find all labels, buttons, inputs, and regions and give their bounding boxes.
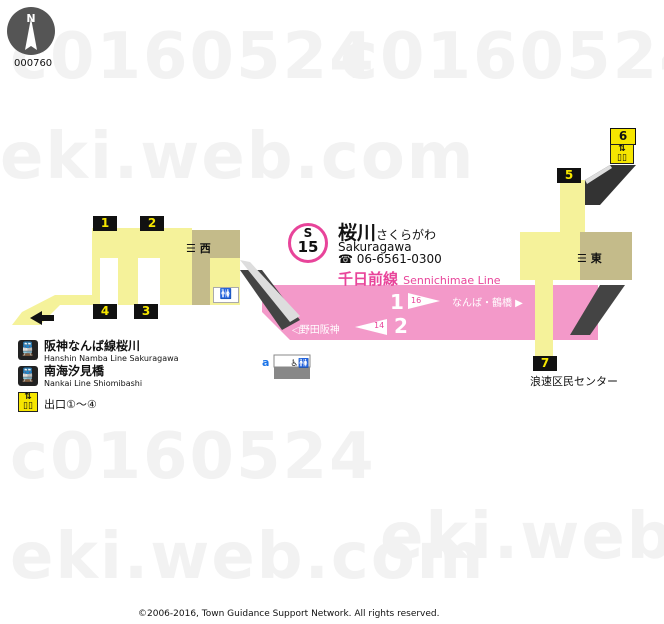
svg-text:♿🚻: ♿🚻: [290, 357, 309, 369]
exit-4[interactable]: 4: [93, 304, 117, 319]
compass-label: N: [26, 12, 35, 25]
concourse-east: [520, 232, 580, 280]
train-icon: 🚆: [18, 366, 38, 386]
exit-7[interactable]: 7: [533, 356, 557, 371]
legend-hanshin: 阪神なんば線桜川 Hanshin Namba Line Sakuragawa: [44, 339, 179, 363]
platform-track-2: 2: [394, 314, 408, 338]
platform: [262, 285, 598, 340]
landmark-exit-7: 浪速区民センター: [530, 375, 618, 388]
exit-5[interactable]: 5: [557, 168, 581, 183]
platform-2-direction-icon: [355, 319, 387, 335]
compass-icon: N: [7, 7, 55, 55]
legend-nankai: 南海汐見橋 Nankai Line Shiomibashi: [44, 364, 143, 388]
watermark: eki.web.com: [380, 500, 664, 574]
line-name: 千日前線 Sennichimae Line: [338, 270, 501, 288]
exit-6[interactable]: 6: [610, 128, 636, 145]
station-phone: ☎ 06-6561-0300: [338, 252, 442, 266]
station-number: 15: [297, 238, 319, 256]
platform-track-1: 1: [390, 290, 404, 314]
gate-icon: ☰: [186, 242, 196, 255]
line-letter: S: [303, 226, 313, 240]
restroom-icon: 🚻: [213, 287, 239, 303]
train-icon: 🚆: [18, 340, 38, 360]
station-number-badge: S 15: [288, 223, 328, 263]
stairs-east: [585, 165, 636, 205]
gate-west-label: ☰ 西: [186, 242, 211, 255]
platform-1-direction-icon: [408, 293, 440, 309]
watermark: c0160524: [340, 20, 664, 94]
watermark: eki.web.com: [10, 520, 486, 594]
gate-area-east: [580, 232, 632, 280]
elevator-icon: ⇅▯▯: [610, 144, 634, 164]
gate-east-label: ☰ 東: [577, 252, 602, 265]
exit-1[interactable]: 1: [93, 216, 117, 231]
watermark: eki.web.com: [0, 120, 476, 194]
escalator-east: [570, 285, 625, 335]
exit-2[interactable]: 2: [140, 216, 164, 231]
arrow-west-icon: [30, 311, 54, 325]
elevator-legend-icon: ⇅▯▯: [18, 392, 38, 412]
facility-marker: a: [262, 356, 270, 369]
platform-1-car: 16: [411, 296, 422, 305]
platform-1-destination: なんば・鶴橋 ▶: [452, 298, 523, 309]
watermark: c0160524: [10, 420, 376, 494]
platform-2-destination: ◁野田阪神: [292, 325, 340, 336]
exit-3[interactable]: 3: [134, 304, 158, 319]
gate-icon: ☰: [577, 252, 587, 265]
legend-exits: 出口①～④: [44, 398, 97, 411]
watermark: c0160524: [10, 20, 376, 94]
copyright: ©2006-2016, Town Guidance Support Networ…: [138, 609, 440, 619]
compass: N: [6, 6, 56, 56]
platform-2-car: 14: [374, 321, 385, 330]
station-name-en: Sakuragawa: [338, 240, 412, 254]
station-name-jp: 桜川さくらがわ: [338, 222, 437, 244]
phone-icon: ☎: [338, 252, 353, 266]
map-code: 000760: [14, 58, 53, 69]
